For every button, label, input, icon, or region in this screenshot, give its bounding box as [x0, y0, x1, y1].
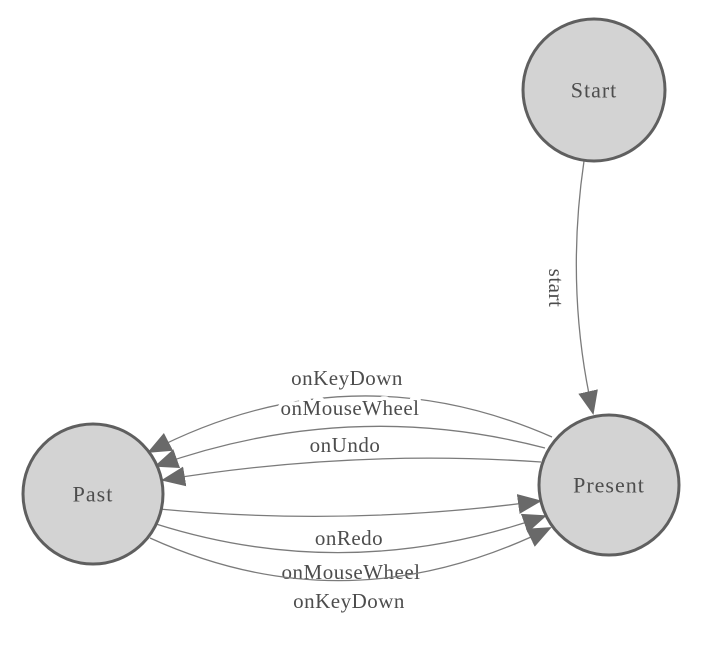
edge-past-to-present-onkeydown[interactable]	[149, 527, 552, 582]
state-node-start[interactable]: Start	[521, 17, 667, 163]
start-state-circle	[521, 17, 667, 163]
edge-start-to-present[interactable]	[575, 160, 598, 415]
state-node-past[interactable]: Past	[21, 422, 165, 566]
state-label-present: Present	[573, 473, 645, 498]
state-label-start: Start	[571, 78, 618, 103]
state-node-present[interactable]: Present	[537, 413, 681, 557]
present-state-circle	[537, 413, 681, 557]
edge-past-to-present-onredo[interactable]	[158, 494, 542, 518]
edge-label-start-to-present: start	[544, 269, 568, 308]
edge-label-present-to-past-onmousewheel: onMouseWheel	[281, 396, 420, 420]
state-label-past: Past	[73, 482, 114, 507]
edge-label-past-to-present-onkeydown: onKeyDown	[293, 589, 405, 613]
edge-label-past-to-present-onredo: onRedo	[315, 526, 383, 550]
edge-label-present-to-past-onkeydown: onKeyDown	[291, 366, 403, 390]
edge-label-past-to-present-onmousewheel: onMouseWheel	[282, 560, 421, 584]
edge-present-to-past-onundo[interactable]	[161, 457, 542, 487]
edge-label-present-to-past-onundo: onUndo	[310, 433, 381, 457]
edges-layer: start onKeyDown onMouseWheel onUndo onRedo on…	[147, 160, 598, 617]
edge-present-to-past-onkeydown[interactable]	[147, 395, 553, 453]
edge-present-to-past-onmousewheel[interactable]	[154, 425, 546, 469]
past-state-circle	[21, 422, 165, 566]
edge-past-to-present-onmousewheel[interactable]	[155, 513, 547, 554]
